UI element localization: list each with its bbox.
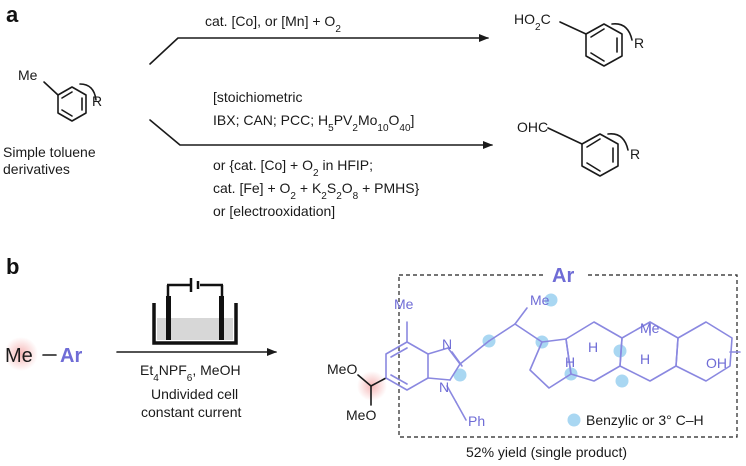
product-n-upper: N bbox=[442, 336, 452, 352]
lower-arrow bbox=[149, 119, 493, 149]
toluene-r-label: R bbox=[92, 93, 102, 109]
product-me-chain: Me bbox=[530, 292, 550, 308]
product-h-3: H bbox=[640, 351, 650, 367]
product-oh: OH bbox=[706, 355, 727, 371]
me-label: Me bbox=[5, 345, 33, 367]
ar-title-backdrop bbox=[546, 264, 588, 286]
current-mode: constant current bbox=[141, 404, 241, 420]
yield-text: 52% yield (single product) bbox=[466, 444, 627, 460]
acetal-structure bbox=[357, 374, 387, 406]
start-name-line1: Simple toluene bbox=[3, 144, 96, 160]
product-h-1: H bbox=[588, 339, 598, 355]
product-h-2: H bbox=[565, 354, 575, 370]
product-me-angular: Me bbox=[640, 320, 660, 336]
cell-type: Undivided cell bbox=[151, 386, 238, 402]
product-ar-scaffold bbox=[385, 307, 741, 421]
legend-text: Benzylic or 3° C–H bbox=[586, 412, 704, 428]
cat-line1: or {cat. [Co] + O2 in HFIP; bbox=[213, 157, 373, 179]
start-name-line2: derivatives bbox=[3, 161, 70, 177]
toluene-structure bbox=[43, 81, 97, 122]
benzaldehyde-structure bbox=[547, 127, 629, 177]
methyl-highlight bbox=[4, 337, 38, 371]
product-n-lower: N bbox=[439, 379, 449, 395]
acid-group-label: HO2C bbox=[514, 11, 551, 33]
reagents: Et4NPF6, MeOH bbox=[140, 362, 241, 384]
toluene-methyl-label: Me bbox=[18, 67, 38, 83]
top-conditions: cat. [Co], or [Mn] + O2 bbox=[205, 13, 341, 35]
ar-label: Ar bbox=[60, 345, 82, 367]
upper-arrow bbox=[149, 34, 489, 65]
panel-a-label: a bbox=[6, 2, 19, 27]
cat-line2: cat. [Fe] + O2 + K2S2O8 + PMHS} bbox=[213, 180, 420, 202]
stoich-line2: IBX; CAN; PCC; H5PV2Mo10O40] bbox=[213, 112, 414, 134]
product-me-aryl: Me bbox=[394, 296, 414, 312]
product-ph: Ph bbox=[468, 413, 485, 429]
stoich-line1: [stoichiometric bbox=[213, 89, 302, 105]
ar-box-title: Ar bbox=[552, 265, 574, 287]
cat-line3: or [electrooxidation] bbox=[213, 203, 335, 219]
legend-dot bbox=[567, 413, 581, 427]
electrochemical-cell-icon bbox=[152, 278, 238, 345]
panel-b-label: b bbox=[6, 254, 19, 279]
acid-r-label: R bbox=[634, 35, 644, 51]
benzoic-acid-structure bbox=[559, 21, 633, 67]
aldehyde-group-label: OHC bbox=[517, 119, 548, 135]
aldehyde-r-label: R bbox=[630, 146, 640, 162]
product-meo-2: MeO bbox=[346, 407, 376, 423]
product-meo-1: MeO bbox=[327, 361, 357, 377]
